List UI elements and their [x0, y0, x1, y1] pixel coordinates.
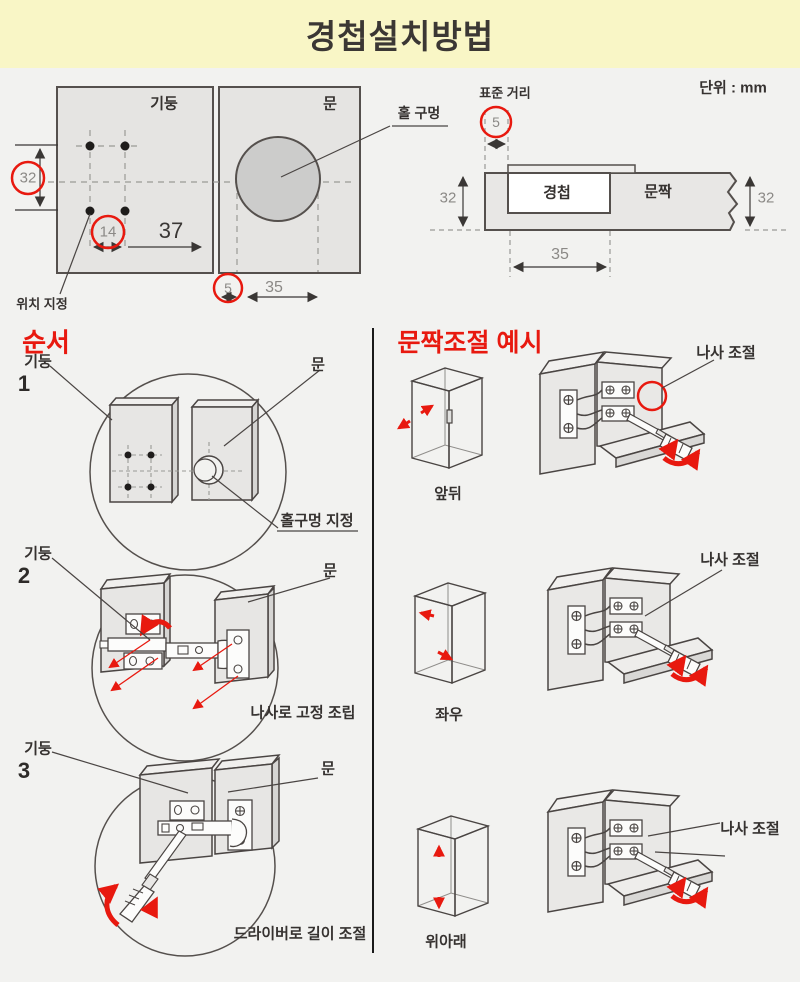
step3-number: 3 — [17, 758, 31, 783]
hinge-inset-box — [507, 172, 611, 214]
screw-adjust-label-3: 나사 조절 — [720, 820, 780, 838]
step1-door-label: 문 — [311, 356, 325, 374]
adjust-row-up-down — [417, 790, 726, 917]
dim-14: 14 — [99, 223, 117, 241]
position-label: 위치 지정 — [16, 296, 68, 312]
dim-32-right: 32 — [757, 189, 775, 207]
adjust-row-left-right — [414, 568, 723, 690]
highlight-circles — [10, 160, 244, 304]
cross-section-diagram — [430, 105, 790, 277]
step1-pillar-label: 기둥 — [24, 353, 52, 371]
step2-number: 2 — [17, 563, 31, 588]
step2-illustration — [51, 557, 331, 762]
step3-door-label: 문 — [321, 760, 335, 778]
step1-illustration — [49, 365, 358, 571]
step1-number: 1 — [17, 371, 31, 396]
screw-pointer-arrows — [108, 639, 239, 710]
dim-5-right: 5 — [492, 114, 500, 130]
step2-pillar-label: 기둥 — [24, 545, 52, 563]
left-right-label: 좌우 — [435, 706, 463, 724]
dim-32-left: 32 — [439, 189, 457, 207]
dim-5: 5 — [224, 280, 232, 296]
step2-caption: 나사로 고정 조립 — [250, 704, 356, 722]
unit-label: 단위 : mm — [699, 79, 767, 97]
door-panel-label: 문짝 — [644, 183, 672, 201]
step3-pillar-label: 기둥 — [24, 740, 52, 758]
step1-caption: 홀구멍 지정 — [280, 512, 354, 530]
standard-distance-label: 표준 거리 — [479, 85, 531, 101]
dim-37: 37 — [158, 218, 184, 243]
header-bar: 경첩설치방법 — [0, 0, 800, 68]
page-title: 경첩설치방법 — [305, 18, 495, 55]
drilling-template-diagram — [10, 86, 448, 304]
step3-illustration — [51, 751, 319, 957]
step3-caption: 드라이버로 길이 조절 — [233, 925, 367, 943]
front-back-label: 앞뒤 — [434, 485, 462, 503]
dim-35: 35 — [265, 279, 283, 296]
adjustment-title: 문짝조절 예시 — [397, 329, 543, 357]
hole-cup-circle — [235, 136, 321, 222]
pillar-label-top: 기둥 — [150, 95, 178, 113]
hinge-label: 경첩 — [543, 184, 571, 202]
highlight-circle-5 — [479, 105, 513, 139]
dim-35-bottom: 35 — [551, 246, 569, 263]
screw-adjust-label-2: 나사 조절 — [700, 551, 760, 569]
adjust-row-front-back — [396, 352, 715, 474]
sequence-title: 순서 — [22, 327, 70, 358]
up-down-label: 위아래 — [425, 933, 467, 951]
step2-door-label: 문 — [323, 562, 337, 580]
leader-lines — [59, 125, 448, 295]
screw-adjust-label-1: 나사 조절 — [696, 344, 756, 362]
door-label-top: 문 — [323, 95, 337, 113]
dim-32: 32 — [19, 169, 37, 187]
hole-label: 홀 구멍 — [397, 105, 441, 121]
